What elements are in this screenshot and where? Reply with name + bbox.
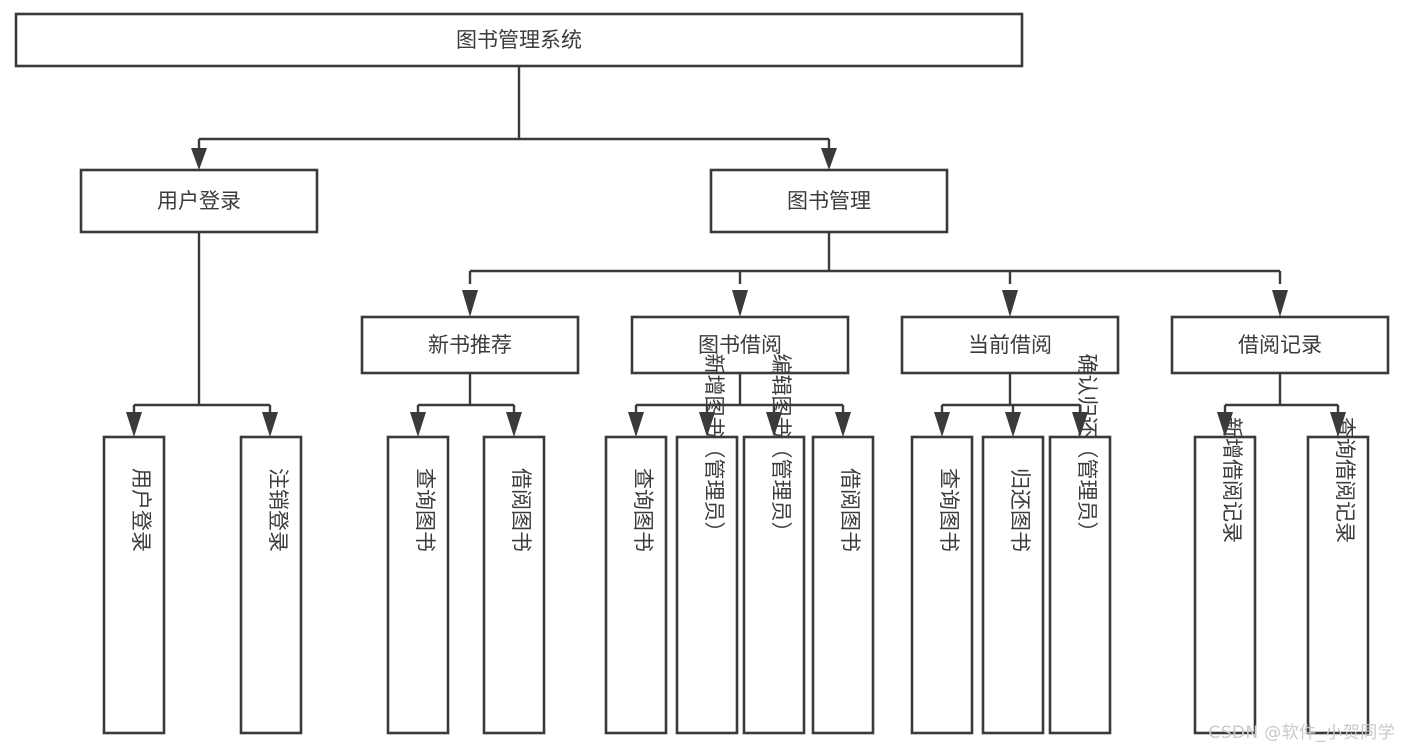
node-leaf-user-logout-box[interactable] bbox=[239, 435, 303, 735]
node-leaf-query-book-2[interactable]: 查询图书 bbox=[604, 435, 668, 735]
node-book-borrow-label: 图书借阅 bbox=[698, 333, 782, 357]
node-leaf-borrow-book-1-label: 借阅图书 bbox=[509, 468, 533, 552]
arrow-nb-leaf2 bbox=[506, 412, 522, 437]
node-leaf-user-login-box[interactable] bbox=[102, 435, 166, 735]
node-current-borrow[interactable]: 当前借阅 bbox=[900, 315, 1120, 375]
arrow-bb-leaf4 bbox=[835, 412, 851, 437]
node-book-manage-box[interactable] bbox=[709, 168, 949, 234]
arrow-br-leaf2 bbox=[1330, 412, 1346, 437]
arrow-br-leaf1 bbox=[1217, 412, 1233, 437]
node-borrow-record[interactable]: 借阅记录 bbox=[1170, 315, 1390, 375]
node-leaf-query-record[interactable]: 查询借阅记录 bbox=[1306, 417, 1370, 735]
node-leaf-query-book-2-box[interactable] bbox=[604, 435, 668, 735]
node-leaf-borrow-book-2-box[interactable] bbox=[811, 435, 875, 735]
arrow-root-to-user-login bbox=[191, 148, 207, 170]
node-leaf-edit-book-label: 编辑图书（管理员） bbox=[769, 354, 793, 543]
node-leaf-query-book-1-box[interactable] bbox=[386, 435, 450, 735]
arrow-ul-leaf1 bbox=[126, 412, 142, 437]
node-root[interactable]: 图书管理系统 bbox=[14, 12, 1024, 68]
node-user-login-label: 用户登录 bbox=[157, 189, 241, 213]
node-new-book-rec-box[interactable] bbox=[360, 315, 580, 375]
arrow-cb-leaf3 bbox=[1072, 412, 1088, 437]
node-leaf-add-record-label: 新增借阅记录 bbox=[1220, 417, 1244, 543]
node-book-borrow-box[interactable] bbox=[630, 315, 850, 375]
node-leaf-add-record-box[interactable] bbox=[1193, 435, 1257, 735]
node-leaf-user-login-label: 用户登录 bbox=[129, 468, 153, 552]
csdn-watermark: CSDN @软件_小贺同学 bbox=[1208, 723, 1395, 743]
node-leaf-borrow-book-1[interactable]: 借阅图书 bbox=[482, 435, 546, 735]
arrow-nb-leaf1 bbox=[410, 412, 426, 437]
node-leaf-return-book-box[interactable] bbox=[981, 435, 1045, 735]
node-user-login[interactable]: 用户登录 bbox=[79, 168, 319, 234]
node-book-manage[interactable]: 图书管理 bbox=[709, 168, 949, 234]
node-leaf-add-record[interactable]: 新增借阅记录 bbox=[1193, 417, 1257, 735]
node-leaf-borrow-book-2-label: 借阅图书 bbox=[838, 468, 862, 552]
node-leaf-query-book-3[interactable]: 查询图书 bbox=[910, 435, 974, 735]
node-leaf-confirm-return-box[interactable] bbox=[1048, 435, 1112, 735]
arrow-bm-to-borrowrecord bbox=[1272, 290, 1288, 317]
node-root-label: 图书管理系统 bbox=[456, 28, 582, 52]
node-root-box[interactable] bbox=[14, 12, 1024, 68]
node-leaf-edit-book-box[interactable] bbox=[742, 435, 806, 735]
arrow-bm-to-newbook bbox=[462, 290, 478, 317]
arrow-bb-leaf3 bbox=[766, 412, 782, 437]
node-leaf-add-book-box[interactable] bbox=[675, 435, 739, 735]
node-leaf-borrow-book-1-box[interactable] bbox=[482, 435, 546, 735]
node-leaf-query-book-1-label: 查询图书 bbox=[413, 468, 437, 552]
node-current-borrow-label: 当前借阅 bbox=[968, 333, 1052, 357]
node-leaf-query-book-3-box[interactable] bbox=[910, 435, 974, 735]
node-leaf-add-book[interactable]: 新增图书（管理员） bbox=[675, 354, 739, 735]
node-leaf-user-logout-label: 注销登录 bbox=[266, 468, 290, 552]
arrow-cb-leaf1 bbox=[934, 412, 950, 437]
node-leaf-query-record-box[interactable] bbox=[1306, 435, 1370, 735]
node-leaf-query-book-1[interactable]: 查询图书 bbox=[386, 435, 450, 735]
node-leaf-query-record-label: 查询借阅记录 bbox=[1333, 417, 1357, 543]
arrow-bm-to-currentborrow bbox=[1002, 290, 1018, 317]
arrow-bb-leaf2 bbox=[699, 412, 715, 437]
node-new-book-rec[interactable]: 新书推荐 bbox=[360, 315, 580, 375]
node-leaf-borrow-book-2[interactable]: 借阅图书 bbox=[811, 435, 875, 735]
edge-group bbox=[126, 66, 1346, 437]
node-leaf-add-book-label: 新增图书（管理员） bbox=[702, 354, 726, 543]
arrow-bb-leaf1 bbox=[628, 412, 644, 437]
node-book-manage-label: 图书管理 bbox=[787, 189, 871, 213]
arrow-cb-leaf2 bbox=[1005, 412, 1021, 437]
node-leaf-confirm-return-label: 确认归还（管理员） bbox=[1075, 354, 1099, 543]
node-leaf-return-book[interactable]: 归还图书 bbox=[981, 435, 1045, 735]
node-new-book-rec-label: 新书推荐 bbox=[428, 333, 512, 357]
arrow-root-to-book-manage bbox=[821, 148, 837, 170]
node-leaf-user-login[interactable]: 用户登录 bbox=[102, 435, 166, 735]
node-leaf-query-book-3-label: 查询图书 bbox=[937, 468, 961, 552]
node-leaf-edit-book[interactable]: 编辑图书（管理员） bbox=[742, 354, 806, 735]
arrow-bm-to-bookborrow bbox=[732, 290, 748, 317]
node-current-borrow-box[interactable] bbox=[900, 315, 1120, 375]
node-book-borrow[interactable]: 图书借阅 bbox=[630, 315, 850, 375]
node-user-login-box[interactable] bbox=[79, 168, 319, 234]
node-leaf-query-book-2-label: 查询图书 bbox=[631, 468, 655, 552]
node-borrow-record-box[interactable] bbox=[1170, 315, 1390, 375]
node-leaf-return-book-label: 归还图书 bbox=[1008, 468, 1032, 552]
arrow-ul-leaf2 bbox=[262, 412, 278, 437]
node-borrow-record-label: 借阅记录 bbox=[1238, 333, 1322, 357]
node-leaf-confirm-return[interactable]: 确认归还（管理员） bbox=[1048, 354, 1112, 735]
node-leaf-user-logout[interactable]: 注销登录 bbox=[239, 435, 303, 735]
